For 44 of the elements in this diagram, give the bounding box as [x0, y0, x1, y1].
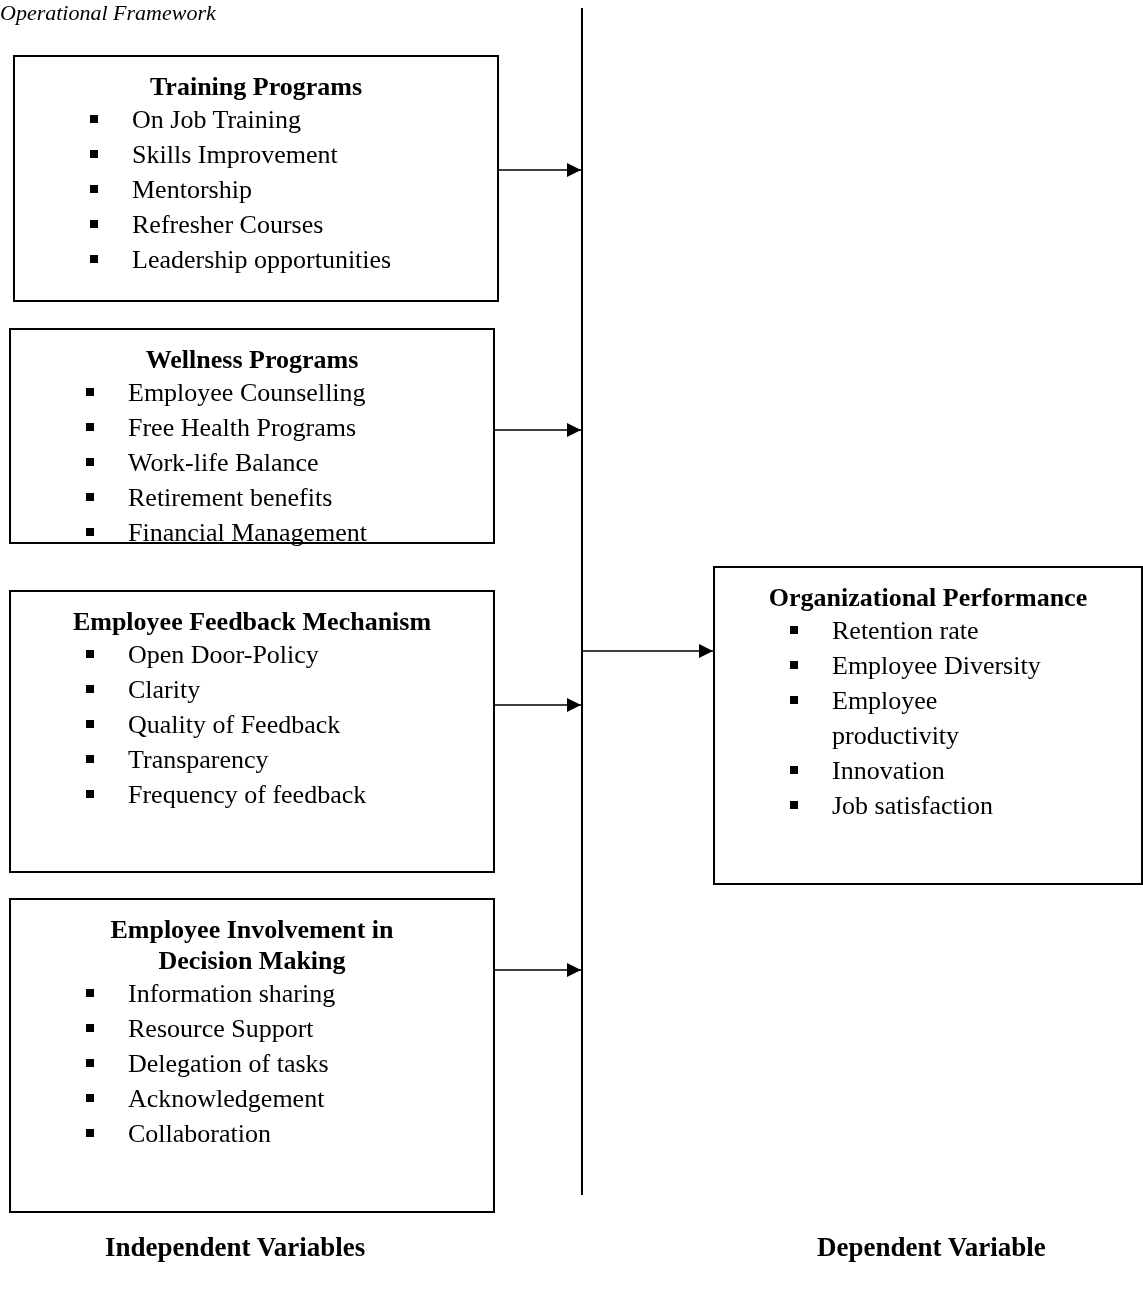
bullet-item: Mentorship	[90, 172, 252, 207]
box-heading: Training Programs	[148, 71, 364, 102]
arrow	[494, 698, 582, 712]
bullet-item: Refresher Courses	[90, 207, 324, 242]
bullet-item: Retention rate	[790, 613, 979, 648]
arrow	[494, 423, 582, 437]
bullet-item: Financial Management	[86, 515, 367, 550]
divider-line	[581, 8, 583, 1195]
bullet-item: Frequency of feedback	[86, 777, 367, 812]
bullet-item: Free Health Programs	[86, 410, 357, 445]
variable-box	[9, 898, 495, 1213]
variable-box	[13, 55, 499, 302]
axis-caption: Dependent Variable	[817, 1232, 1046, 1263]
bullet-item: Delegation of tasks	[86, 1046, 329, 1081]
bullet-item: Skills Improvement	[90, 137, 338, 172]
variable-box	[9, 328, 495, 544]
axis-caption: Independent Variables	[105, 1232, 366, 1263]
bullet-item: Employee Counselling	[86, 375, 366, 410]
bullet-item: Acknowledgement	[86, 1081, 325, 1116]
bullet-item: Employee Diversity	[790, 648, 1041, 683]
bullet-item: Open Door-Policy	[86, 637, 319, 672]
bullet-item: Resource Support	[86, 1011, 314, 1046]
bullet-item: Clarity	[86, 672, 201, 707]
arrow	[494, 963, 582, 977]
box-heading: Organizational Performance	[767, 582, 1089, 613]
bullet-item: Work-life Balance	[86, 445, 319, 480]
bullet-item: Employee productivity	[790, 683, 1062, 753]
box-heading: Employee Feedback Mechanism	[71, 606, 433, 637]
bullet-item: Quality of Feedback	[86, 707, 341, 742]
bullet-item: Job satisfaction	[790, 788, 994, 823]
box-heading: Employee Involvement in Decision Making	[109, 914, 395, 976]
box-heading: Wellness Programs	[144, 344, 360, 375]
bullet-item: Transparency	[86, 742, 269, 777]
figure-title: Operational Framework	[0, 0, 216, 26]
bullet-item: Collaboration	[86, 1116, 271, 1151]
bullet-item: Information sharing	[86, 976, 336, 1011]
bullet-item: Retirement benefits	[86, 480, 333, 515]
variable-box	[713, 566, 1143, 885]
arrow	[498, 163, 582, 177]
bullet-item: Innovation	[790, 753, 945, 788]
variable-box	[9, 590, 495, 873]
arrow	[582, 644, 714, 658]
bullet-item: Leadership opportunities	[90, 242, 392, 277]
bullet-item: On Job Training	[90, 102, 302, 137]
